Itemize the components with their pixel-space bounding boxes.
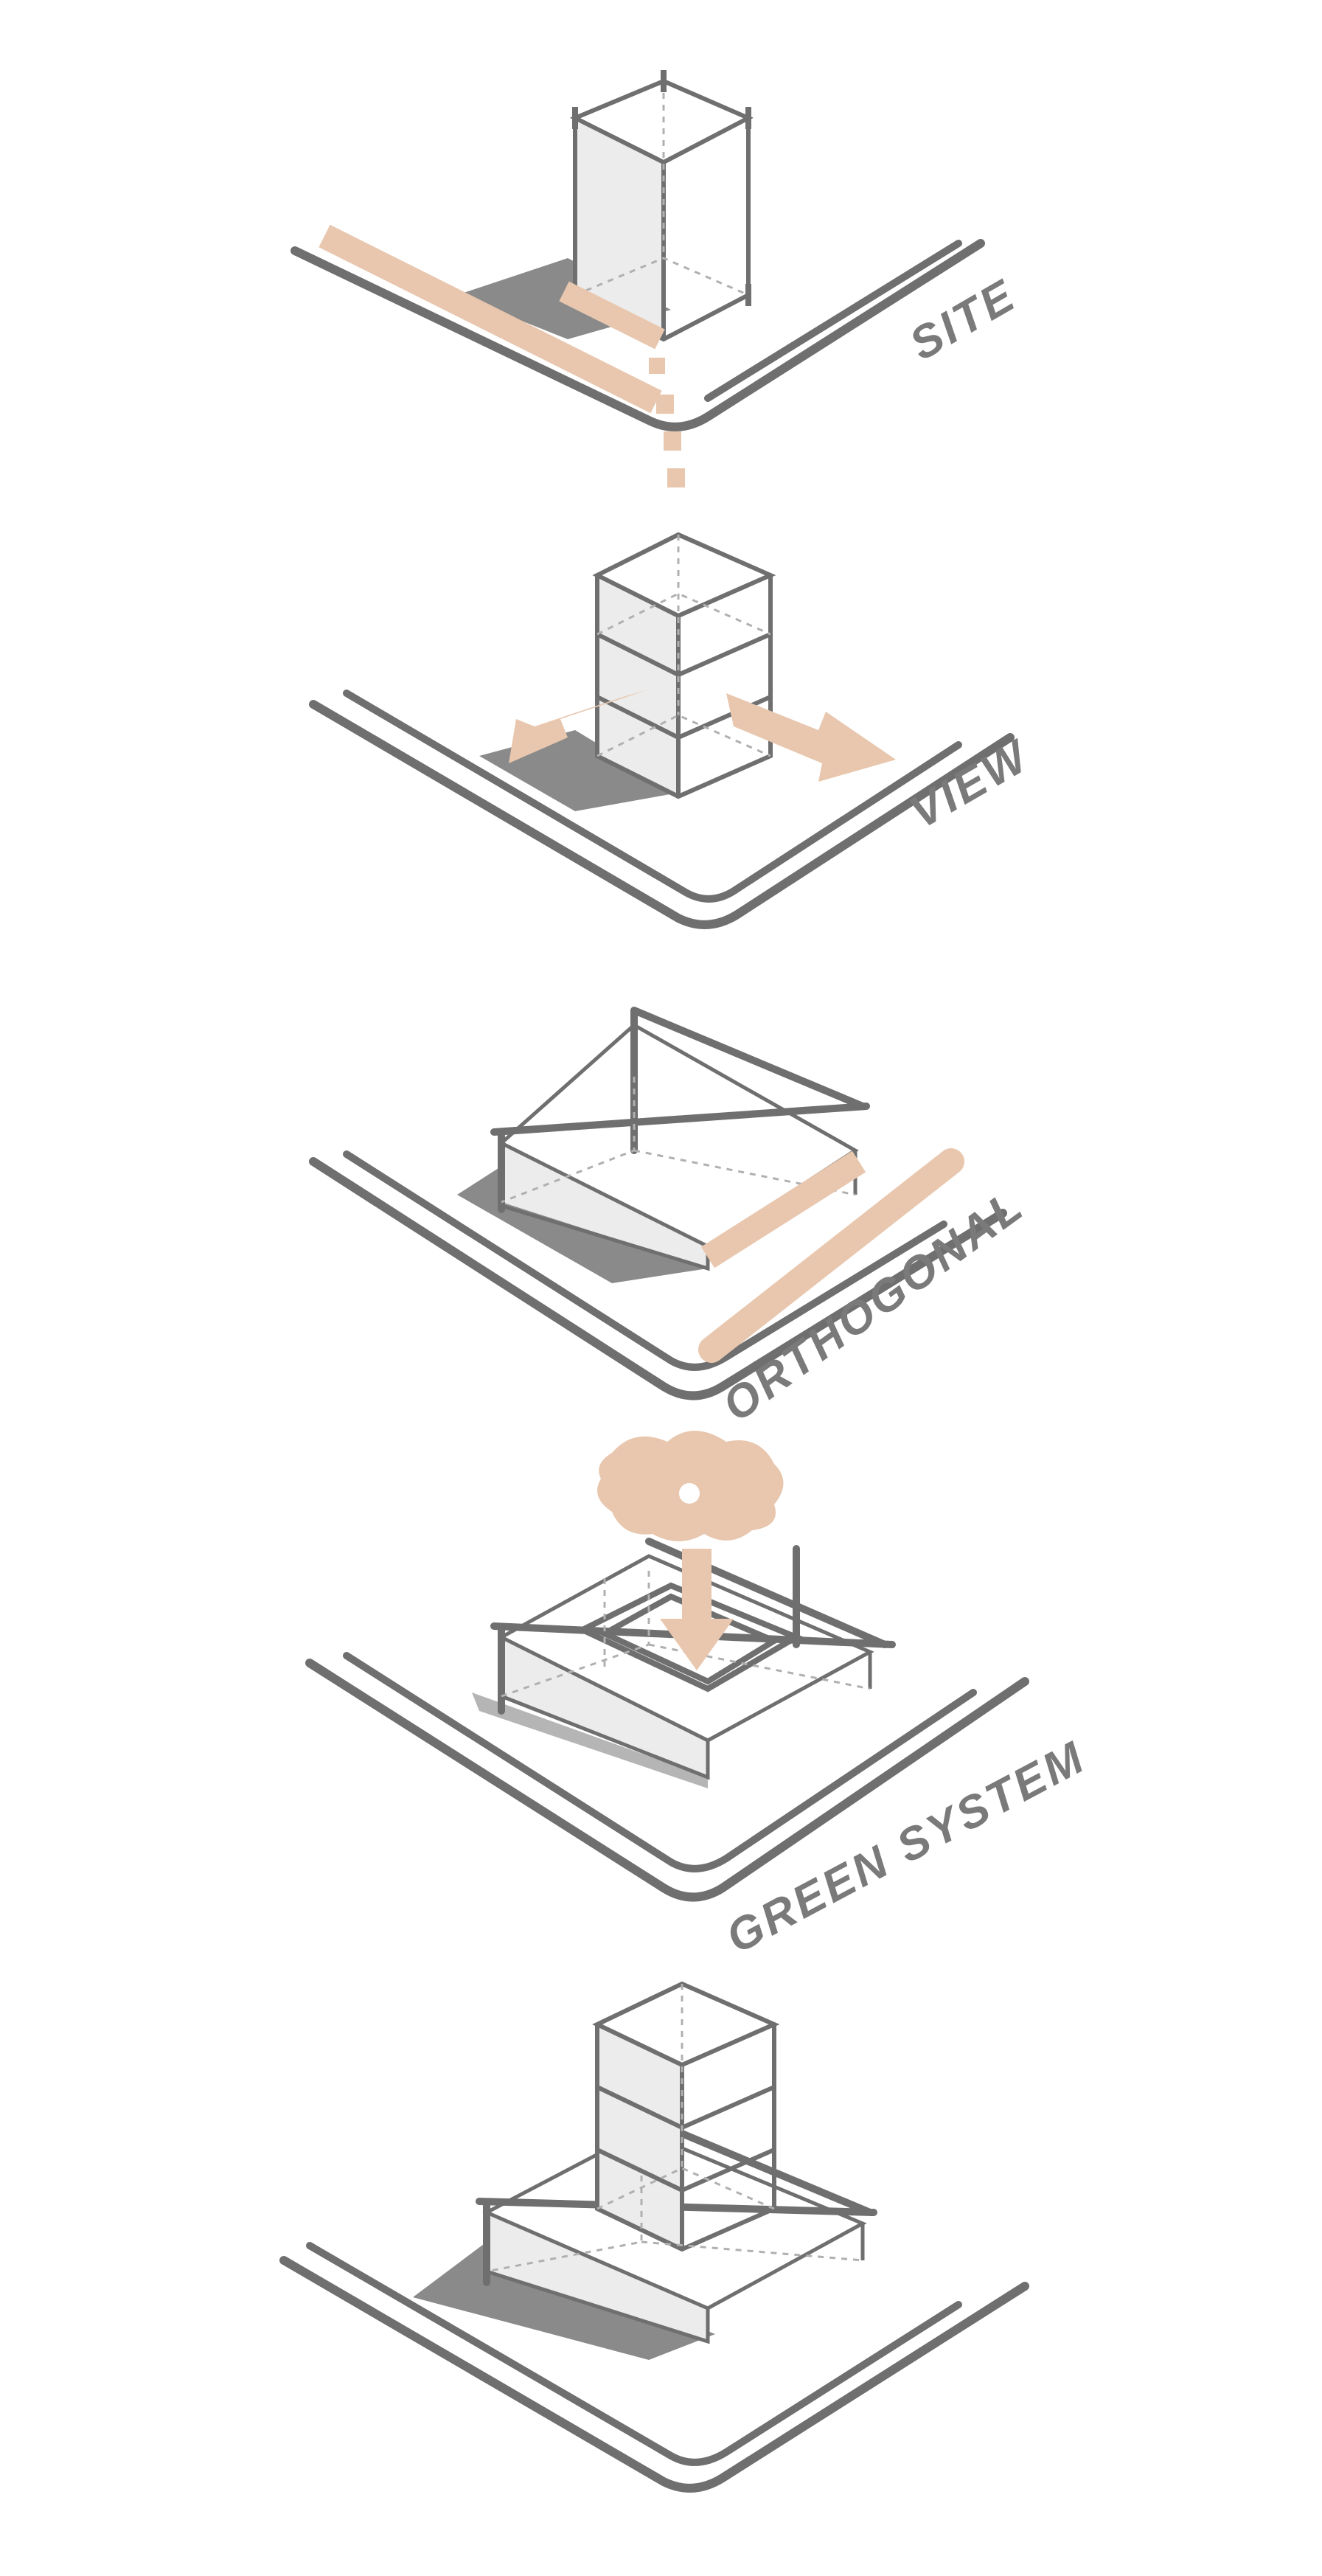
step-green-system: GREEN SYSTEM xyxy=(310,1431,1094,1963)
tree-canopy-hole xyxy=(679,1483,700,1504)
step-orthogonal: ORTHOGONAL xyxy=(313,1010,1034,1431)
step-combined xyxy=(284,1984,1025,2488)
view-arrow-right xyxy=(726,693,896,782)
step-site: SITE xyxy=(295,70,1025,487)
step-view: VIEW xyxy=(313,535,1038,925)
step-label-view: VIEW xyxy=(902,730,1039,839)
